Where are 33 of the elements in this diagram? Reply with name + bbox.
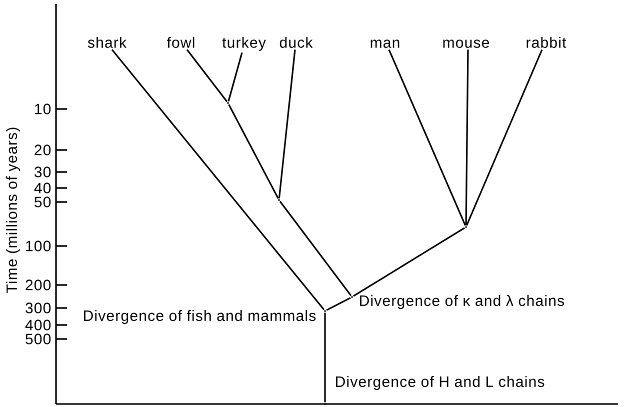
species-label: shark xyxy=(88,36,127,48)
tick-label: 200 xyxy=(26,280,51,290)
species-label: turkey xyxy=(222,36,266,51)
branch-line xyxy=(466,49,543,226)
species-label: fowl xyxy=(167,36,194,48)
axis-title: Time (millions of years) xyxy=(6,128,20,293)
tick-label: 10 xyxy=(35,104,51,114)
branch-line xyxy=(228,52,243,102)
species-label: rabbit xyxy=(526,36,566,48)
divergence-label: Divergence of κ and λ chains xyxy=(360,295,564,309)
species-label: duck xyxy=(280,36,313,48)
branch-line xyxy=(186,49,228,102)
tick-label: 500 xyxy=(26,334,51,344)
branch-line xyxy=(326,297,351,311)
tick-label: 50 xyxy=(34,196,51,208)
branch-line xyxy=(228,104,279,199)
tick-label: 300 xyxy=(26,302,51,314)
tick-label: 30 xyxy=(34,166,51,178)
branch-line xyxy=(324,312,326,402)
branch-line xyxy=(278,50,296,198)
species-label: man xyxy=(370,40,400,48)
divergence-label: Divergence of fish and mammals xyxy=(84,310,316,324)
tick-label: 100 xyxy=(26,240,51,252)
branch-line xyxy=(388,49,466,226)
branch-line xyxy=(111,49,325,310)
tick-label: 20 xyxy=(34,144,51,156)
tick-label: 40 xyxy=(34,182,51,194)
branch-line xyxy=(353,227,465,297)
branch-line xyxy=(465,50,469,226)
tick-label: 400 xyxy=(25,320,51,330)
species-label: mouse xyxy=(443,40,490,48)
divergence-label: Divergence of H and L chains xyxy=(336,376,544,390)
branch-line xyxy=(279,200,352,296)
